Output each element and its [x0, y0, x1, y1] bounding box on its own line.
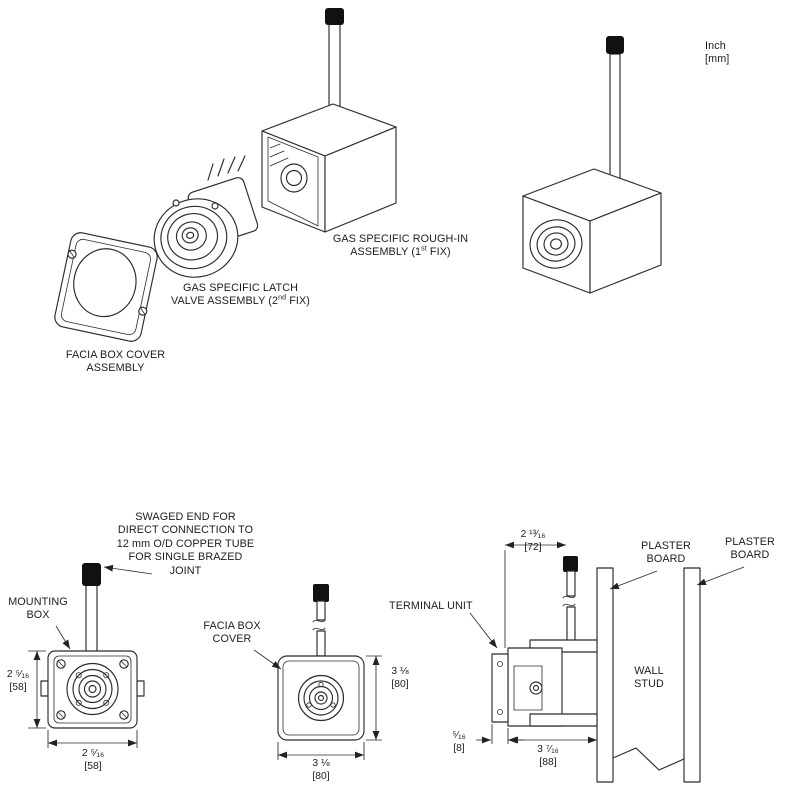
swaged-note-line5: JOINT: [169, 564, 202, 577]
rough-in-label-line2: ASSEMBLY (1st FIX): [350, 245, 451, 259]
units-note-inch: Inch: [705, 40, 726, 52]
latch-valve-label-line1: GAS SPECIFIC LATCH: [183, 282, 298, 294]
rough-in-label-line1: GAS SPECIFIC ROUGH-IN: [332, 233, 469, 245]
dim-mounting-height-mm: [58]: [9, 681, 27, 693]
dim-unit-depth: 3 ⁷⁄₁₆ [88]: [524, 744, 572, 770]
mounting-box-label-line2: BOX: [26, 609, 50, 622]
dim-facia-height-mm: [80]: [391, 678, 409, 690]
swaged-note-line2: DIRECT CONNECTION TO: [117, 524, 254, 537]
dim-facia-thickness-inch: ⁵⁄₁₆: [452, 730, 466, 741]
swaged-end-note: SWAGED END FOR DIRECT CONNECTION TO 12 m…: [108, 511, 263, 578]
dim-unit-depth-inch: 3 ⁷⁄₁₆: [537, 744, 559, 755]
latch-valve-label-line2: VALVE ASSEMBLY (2nd FIX): [170, 294, 311, 308]
plaster-board-left-label: PLASTER BOARD: [634, 540, 698, 567]
mounting-box-label: MOUNTING BOX: [0, 596, 76, 623]
facia-cover-label-line1: FACIA BOX: [203, 620, 261, 632]
dim-facia-width-mm: [80]: [312, 770, 330, 782]
dim-facia-thickness-mm: [8]: [453, 742, 465, 754]
dim-unit-depth-mm: [88]: [539, 756, 557, 768]
plaster-board-right-label: PLASTER BOARD: [718, 536, 782, 563]
facia-cover-label-line2: COVER: [212, 633, 252, 646]
mounting-box-label-line1: MOUNTING: [8, 596, 68, 608]
dim-mounting-width-inch: 2 ⁵⁄₁₆: [81, 748, 105, 759]
swaged-note-line3: 12 mm O/D COPPER TUBE: [116, 537, 255, 550]
dim-mounting-box-height: 2 ⁵⁄₁₆ [58]: [0, 669, 36, 695]
plaster-left-line2: BOARD: [646, 553, 686, 566]
latch-valve-assembly-drawing: [153, 155, 259, 278]
plaster-right-line2: BOARD: [730, 549, 770, 562]
dim-pipe-offset-mm: [72]: [524, 541, 542, 553]
facia-cover-view-drawing: [277, 584, 365, 741]
dim-pipe-offset: 2 ¹³⁄₁₆ [72]: [506, 529, 560, 555]
facia-box-cover-label: FACIA BOX COVER: [196, 620, 268, 647]
rough-in-assembly-label: GAS SPECIFIC ROUGH-IN ASSEMBLY (1st FIX): [308, 233, 493, 260]
facia-cover-assembly-label: FACIA BOX COVER ASSEMBLY: [38, 349, 193, 376]
plaster-left-line1: PLASTER: [641, 540, 691, 552]
assembled-unit-drawing: [522, 36, 662, 294]
units-note-mm: [mm]: [705, 53, 730, 66]
swaged-note-line4: FOR SINGLE BRAZED: [128, 551, 243, 564]
swaged-note-line1: SWAGED END FOR: [135, 511, 236, 523]
dim-pipe-offset-inch: 2 ¹³⁄₁₆: [520, 529, 546, 540]
wall-stud-label: WALL STUD: [621, 665, 677, 692]
dim-mounting-height-inch: 2 ⁵⁄₁₆: [6, 669, 30, 680]
units-note: Inch [mm]: [705, 40, 755, 67]
facia-assembly-label-line2: ASSEMBLY: [86, 362, 145, 375]
plaster-right-line1: PLASTER: [725, 536, 775, 548]
wall-section-view-drawing: [491, 556, 701, 783]
dimension-lines: [28, 541, 745, 760]
facia-cover-assembly-drawing: [54, 232, 158, 342]
dim-mounting-box-width: 2 ⁵⁄₁₆ [58]: [62, 748, 124, 774]
latch-valve-assembly-label: GAS SPECIFIC LATCH VALVE ASSEMBLY (2nd F…: [148, 282, 333, 309]
facia-assembly-label-line1: FACIA BOX COVER: [65, 349, 166, 361]
terminal-unit-label: TERMINAL UNIT: [389, 600, 473, 612]
dim-facia-height-inch: 3 ⅛: [391, 666, 409, 677]
dim-facia-thickness: ⁵⁄₁₆ [8]: [441, 730, 477, 756]
dim-facia-cover-height: 3 ⅛ [80]: [380, 666, 420, 692]
mounting-box-view-drawing: [40, 563, 145, 729]
dim-facia-width-inch: 3 ⅛: [312, 758, 330, 769]
dim-mounting-width-mm: [58]: [84, 760, 102, 772]
wall-stud-line1: WALL: [634, 665, 664, 677]
rough-in-assembly-drawing: [261, 8, 397, 233]
dim-facia-cover-width: 3 ⅛ [80]: [290, 758, 352, 784]
wall-stud-line2: STUD: [634, 678, 664, 691]
